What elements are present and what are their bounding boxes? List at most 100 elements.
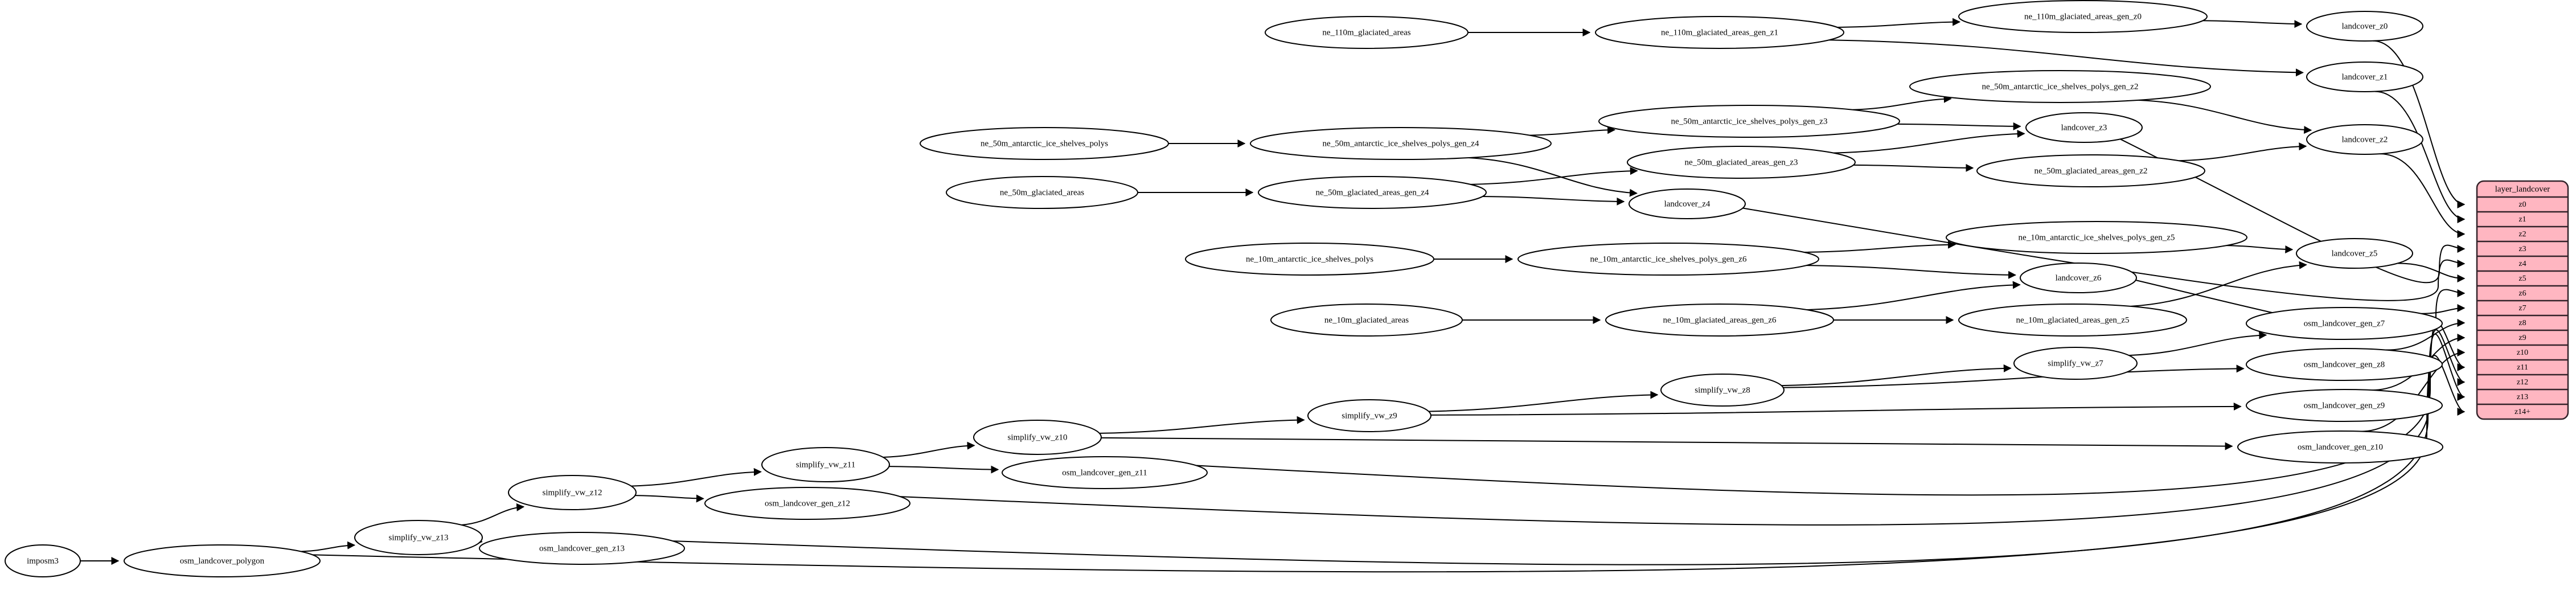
node-landcover_z2[interactable]: landcover_z2 bbox=[2306, 124, 2423, 155]
table-row-z14[interactable]: z14+ bbox=[2515, 408, 2530, 416]
edges-layer bbox=[80, 18, 2466, 573]
node-osm_landcover_gen_z11[interactable]: osm_landcover_gen_z11 bbox=[1002, 456, 1208, 489]
node-simplify_vw_z8[interactable]: simplify_vw_z8 bbox=[1660, 374, 1785, 407]
nodes-layer: ne_110m_glaciated_areas ne_110m_glaciated… bbox=[5, 0, 2443, 577]
node-label: osm_landcover_gen_z10 bbox=[2298, 442, 2383, 452]
node-osm_landcover_gen_z7[interactable]: osm_landcover_gen_z7 bbox=[2246, 307, 2443, 340]
node-shape bbox=[1598, 105, 1900, 138]
node-ne_50m_antarctic_ice_shelves_polys[interactable]: ne_50m_antarctic_ice_shelves_polys bbox=[920, 127, 1169, 160]
edge-landcover_z2-to-table-z2 bbox=[2380, 153, 2466, 238]
node-shape bbox=[1627, 146, 1856, 179]
node-osm_landcover_gen_z13[interactable]: osm_landcover_gen_z13 bbox=[479, 532, 685, 565]
edge-simplify_vw_z11-to-simplify_vw_z10 bbox=[883, 441, 975, 458]
node-label: ne_110m_glaciated_areas_gen_z0 bbox=[2024, 12, 2142, 21]
node-ne_10m_glaciated_areas_gen_z5[interactable]: ne_10m_glaciated_areas_gen_z5 bbox=[1958, 304, 2187, 337]
edge-simplify_vw_z8-to-simplify_vw_z7 bbox=[1781, 364, 2012, 387]
edge-ne_50m_antarctic_ice_shelves_polys_gen_z3-to-landcover_z3 bbox=[1897, 122, 2021, 130]
node-label: ne_110m_glaciated_areas bbox=[1322, 28, 1410, 37]
node-osm_landcover_gen_z8[interactable]: osm_landcover_gen_z8 bbox=[2246, 348, 2443, 381]
node-landcover_z4[interactable]: landcover_z4 bbox=[1629, 188, 1746, 219]
edge-ne_50m_antarctic_ice_shelves_polys_gen_z3-to-ne_50m_antarctic_ice_shelves_polys_gen_z2 bbox=[1852, 95, 1952, 110]
edge-simplify_vw_z12-to-osm_landcover_gen_z12 bbox=[635, 494, 704, 503]
table-row-z8[interactable]: z8 bbox=[2518, 319, 2526, 327]
node-simplify_vw_z10[interactable]: simplify_vw_z10 bbox=[973, 420, 1102, 455]
table-row-z9[interactable]: z9 bbox=[2518, 334, 2526, 342]
node-ne_50m_glaciated_areas_gen_z2[interactable]: ne_50m_glaciated_areas_gen_z2 bbox=[1976, 154, 2205, 187]
node-ne_50m_antarctic_ice_shelves_polys_gen_z3[interactable]: ne_50m_antarctic_ice_shelves_polys_gen_z… bbox=[1598, 105, 1900, 138]
node-shape bbox=[2246, 389, 2443, 422]
node-label: osm_landcover_gen_z9 bbox=[2304, 401, 2385, 410]
node-label: simplify_vw_z13 bbox=[389, 533, 449, 542]
node-ne_10m_glaciated_areas_gen_z6[interactable]: ne_10m_glaciated_areas_gen_z6 bbox=[1605, 304, 1834, 337]
edge-osm_landcover_polygon-to-simplify_vw_z13 bbox=[301, 541, 356, 552]
edge-ne_110m_glaciated_areas_gen_z0-to-landcover_z0 bbox=[2202, 20, 2303, 28]
node-shape bbox=[1258, 176, 1487, 209]
node-shape bbox=[2237, 430, 2443, 464]
edge-simplify_vw_z8-to-osm_landcover_gen_z8 bbox=[1783, 364, 2245, 388]
node-osm_landcover_polygon[interactable]: osm_landcover_polygon bbox=[124, 544, 321, 577]
node-shape bbox=[973, 420, 1102, 455]
node-ne_10m_antarctic_ice_shelves_polys_gen_z6[interactable]: ne_10m_antarctic_ice_shelves_polys_gen_z… bbox=[1517, 243, 1819, 276]
node-ne_50m_glaciated_areas_gen_z3[interactable]: ne_50m_glaciated_areas_gen_z3 bbox=[1627, 146, 1856, 179]
edge-osm_landcover_gen_z7-to-table-z7 bbox=[2421, 304, 2466, 314]
node-simplify_vw_z13[interactable]: simplify_vw_z13 bbox=[354, 520, 483, 555]
node-ne_110m_glaciated_areas_gen_z0[interactable]: ne_110m_glaciated_areas_gen_z0 bbox=[1958, 0, 2208, 33]
table-row-z11[interactable]: z11 bbox=[2517, 363, 2528, 372]
node-osm_landcover_gen_z12[interactable]: osm_landcover_gen_z12 bbox=[704, 487, 910, 520]
node-ne_10m_antarctic_ice_shelves_polys_gen_z5[interactable]: ne_10m_antarctic_ice_shelves_polys_gen_z… bbox=[1946, 221, 2247, 254]
table-row-z4[interactable]: z4 bbox=[2518, 260, 2526, 268]
node-ne_110m_glaciated_areas_gen_z1[interactable]: ne_110m_glaciated_areas_gen_z1 bbox=[1595, 16, 1844, 49]
node-landcover_z6[interactable]: landcover_z6 bbox=[2020, 263, 2137, 293]
node-landcover_z1[interactable]: landcover_z1 bbox=[2306, 61, 2423, 92]
node-shape bbox=[946, 176, 1138, 209]
node-osm_landcover_gen_z9[interactable]: osm_landcover_gen_z9 bbox=[2246, 389, 2443, 422]
node-landcover_z0[interactable]: landcover_z0 bbox=[2306, 11, 2423, 42]
edge-simplify_vw_z9-to-simplify_vw_z8 bbox=[1428, 391, 1659, 412]
node-shape bbox=[920, 127, 1169, 160]
node-simplify_vw_z12[interactable]: simplify_vw_z12 bbox=[508, 475, 637, 510]
node-label: ne_50m_antarctic_ice_shelves_polys_gen_z… bbox=[1982, 82, 2139, 91]
node-ne_110m_glaciated_areas[interactable]: ne_110m_glaciated_areas bbox=[1265, 16, 1469, 49]
edge-osm_landcover_polygon-to-table-z14 bbox=[313, 355, 2466, 573]
node-osm_landcover_gen_z10[interactable]: osm_landcover_gen_z10 bbox=[2237, 430, 2443, 464]
node-shape bbox=[5, 544, 81, 577]
table-row-z1[interactable]: z1 bbox=[2518, 215, 2526, 224]
node-label: ne_10m_glaciated_areas bbox=[1324, 315, 1409, 325]
table-row-z13[interactable]: z13 bbox=[2517, 393, 2528, 401]
table-row-z7[interactable]: z7 bbox=[2518, 304, 2526, 313]
table-row-z0[interactable]: z0 bbox=[2518, 200, 2526, 209]
node-simplify_vw_z9[interactable]: simplify_vw_z9 bbox=[1307, 399, 1431, 432]
table-row-z10[interactable]: z10 bbox=[2517, 348, 2528, 357]
node-label: ne_10m_antarctic_ice_shelves_polys_gen_z… bbox=[2019, 233, 2175, 242]
table-row-z5[interactable]: z5 bbox=[2518, 274, 2526, 283]
node-shape bbox=[1517, 243, 1819, 276]
node-label: ne_50m_antarctic_ice_shelves_polys bbox=[981, 139, 1108, 148]
node-ne_50m_glaciated_areas_gen_z4[interactable]: ne_50m_glaciated_areas_gen_z4 bbox=[1258, 176, 1487, 209]
edge-landcover_z3-to-table-z3 bbox=[2120, 138, 2466, 284]
node-landcover_z5[interactable]: landcover_z5 bbox=[2296, 238, 2413, 269]
node-label: simplify_vw_z11 bbox=[796, 460, 855, 469]
node-simplify_vw_z11[interactable]: simplify_vw_z11 bbox=[761, 447, 890, 482]
node-ne_10m_antarctic_ice_shelves_polys[interactable]: ne_10m_antarctic_ice_shelves_polys bbox=[1185, 243, 1434, 276]
node-shape bbox=[1605, 304, 1834, 337]
table-row-z12[interactable]: z12 bbox=[2517, 378, 2528, 387]
node-ne_50m_glaciated_areas[interactable]: ne_50m_glaciated_areas bbox=[946, 176, 1138, 209]
node-ne_10m_glaciated_areas[interactable]: ne_10m_glaciated_areas bbox=[1270, 304, 1463, 337]
node-label: simplify_vw_z9 bbox=[1342, 411, 1397, 420]
node-label: ne_50m_glaciated_areas_gen_z4 bbox=[1315, 188, 1429, 197]
node-ne_50m_antarctic_ice_shelves_polys_gen_z4[interactable]: ne_50m_antarctic_ice_shelves_polys_gen_z… bbox=[1250, 127, 1552, 160]
table-row-z3[interactable]: z3 bbox=[2518, 245, 2526, 253]
node-imposm3[interactable]: imposm3 bbox=[5, 544, 81, 577]
node-simplify_vw_z7[interactable]: simplify_vw_z7 bbox=[2013, 347, 2138, 380]
node-ne_50m_antarctic_ice_shelves_polys_gen_z2[interactable]: ne_50m_antarctic_ice_shelves_polys_gen_z… bbox=[1909, 70, 2211, 103]
node-landcover_z3[interactable]: landcover_z3 bbox=[2025, 112, 2143, 143]
node-shape bbox=[1629, 188, 1746, 219]
node-shape bbox=[1976, 154, 2205, 187]
table-row-z6[interactable]: z6 bbox=[2518, 289, 2526, 298]
node-shape bbox=[1958, 304, 2187, 337]
table-row-z2[interactable]: z2 bbox=[2518, 230, 2526, 239]
node-label: landcover_z4 bbox=[1664, 199, 1711, 208]
edge-simplify_vw_z9-to-osm_landcover_gen_z9 bbox=[1430, 402, 2242, 416]
edge-ne_50m_antarctic_ice_shelves_polys_gen_z2-to-landcover_z2 bbox=[2138, 99, 2312, 134]
